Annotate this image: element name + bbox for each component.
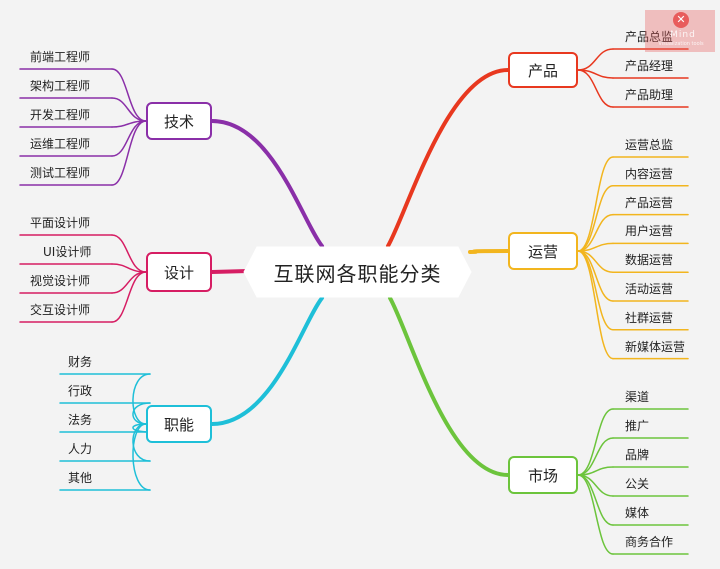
leaf-node[interactable]: 数据运营 [625,253,674,268]
leaf-node[interactable]: 产品助理 [625,88,674,102]
leaf-connector [577,48,614,71]
leaf-node[interactable]: 新媒体运营 [625,339,686,354]
leaf-node[interactable]: 用户运营 [625,224,674,239]
leaf-node[interactable]: 财务 [68,355,93,369]
leaf-node[interactable]: 交互设计师 [30,303,91,317]
leaf-node[interactable]: 运营总监 [625,138,674,152]
branch-connector-design [210,269,250,274]
leaf-node[interactable]: 渠道 [625,390,650,404]
leaf-connector [577,250,614,331]
branch-connector-function [210,296,324,426]
leaf-node[interactable]: 架构工程师 [30,79,91,93]
leaf-connector [111,271,147,294]
leaf-connector [132,423,151,491]
central-topic[interactable]: 互联网各职能分类 [243,246,472,298]
branch-label: 运营 [527,242,558,261]
branch-label: 技术 [163,112,194,131]
leaf-connector [577,474,614,526]
leaf-connector [577,437,614,476]
close-circle-icon: ✕ [673,12,689,28]
leaf-connector [577,408,614,476]
leaf-connector [111,234,147,273]
watermark-subtext: Visualization tools [658,41,704,47]
branch-node-tech[interactable]: 技术 [146,102,212,140]
leaf-node[interactable]: 前端工程师 [30,50,91,64]
leaf-connector [111,68,147,122]
leaf-connector [111,271,147,323]
leaf-node[interactable]: 产品总监 [625,30,674,44]
central-topic-label: 互联网各职能分类 [273,261,442,286]
leaf-node[interactable]: 品牌 [625,448,650,462]
leaf-node[interactable]: 商务合作 [625,535,674,549]
leaf-connector [111,120,147,186]
leaf-connector [577,69,614,108]
leaf-node[interactable]: UI设计师 [43,245,92,259]
branch-connector-product [386,68,510,248]
branch-connector-tech [210,119,324,248]
leaf-connector [577,156,614,252]
branch-node-function[interactable]: 职能 [146,405,212,443]
watermark-logo: ✕ Mind Visualization tools [645,10,715,52]
watermark-text: Mind [670,30,696,40]
leaf-node[interactable]: 公关 [625,477,650,491]
leaf-connector [577,250,614,360]
leaf-connector [577,213,614,252]
leaf-node[interactable]: 产品运营 [625,195,674,210]
branch-connector-market [388,296,510,477]
leaf-node[interactable]: 法务 [68,413,93,427]
leaf-node[interactable]: 内容运营 [625,166,674,181]
leaf-connector [577,474,614,555]
leaf-node[interactable]: 运维工程师 [30,137,91,151]
leaf-connector [577,250,614,302]
branch-node-product[interactable]: 产品 [508,52,578,88]
leaf-node[interactable]: 人力 [68,442,93,456]
leaf-node[interactable]: 行政 [68,384,93,398]
branch-label: 设计 [163,263,194,282]
leaf-node[interactable]: 推广 [625,419,650,433]
leaf-node[interactable]: 社群运营 [625,310,674,325]
branch-node-operation[interactable]: 运营 [508,232,578,270]
leaf-node[interactable]: 产品经理 [625,59,674,73]
leaf-connector [111,97,147,122]
branch-label: 市场 [527,466,558,485]
branch-label: 产品 [527,61,558,80]
leaf-node[interactable]: 其他 [68,471,93,485]
leaf-node[interactable]: 开发工程师 [30,108,91,122]
leaf-connector [577,185,614,252]
branch-node-design[interactable]: 设计 [146,252,212,292]
leaf-node[interactable]: 测试工程师 [30,166,91,180]
leaf-connector [132,373,151,425]
leaf-node[interactable]: 活动运营 [625,282,674,296]
leaf-node[interactable]: 媒体 [625,506,650,520]
branch-connector-operation [468,249,510,254]
leaf-node[interactable]: 平面设计师 [30,216,91,230]
branch-label: 职能 [163,415,194,434]
branch-node-market[interactable]: 市场 [508,456,578,494]
leaf-node[interactable]: 视觉设计师 [30,274,91,288]
